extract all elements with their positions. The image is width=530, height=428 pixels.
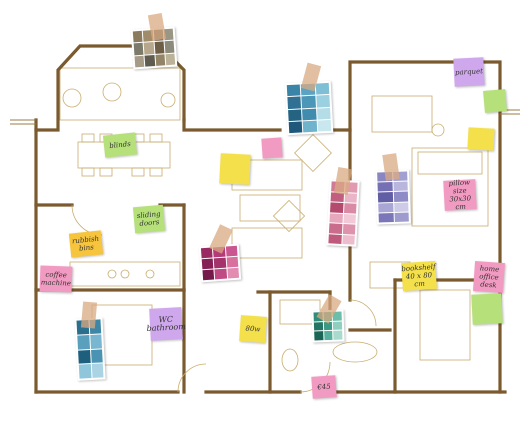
note-yellow-lamp-right: [467, 127, 495, 151]
exterior-lines: [10, 109, 520, 125]
note-green-hanger: [471, 293, 503, 325]
note-wc-bathroom: WC bathroom: [146, 307, 186, 341]
note-pillow-size: pillow size 30x30 cm: [443, 178, 477, 211]
furniture-sketch: [59, 67, 489, 372]
note-price-45: €45: [311, 375, 337, 399]
note-blinds: blinds: [102, 132, 138, 158]
note-sliding-doors: sliding doors: [132, 204, 166, 234]
note-80w: 80w: [239, 315, 267, 343]
note-coffee-machine: coffee machine: [39, 265, 73, 293]
tape: [80, 301, 98, 329]
note-yellow-lamp: [219, 153, 251, 185]
note-home-office-desk: home office desk: [472, 260, 506, 294]
note-bookshelf: bookshelf 40 x 80 cm: [401, 260, 437, 292]
walls: [34, 44, 507, 394]
note-rubbish-bins: rubbish bins: [68, 230, 104, 258]
note-green-small: [483, 89, 507, 113]
note-parquet: parquet: [453, 57, 485, 87]
note-pink-small: [261, 137, 283, 159]
